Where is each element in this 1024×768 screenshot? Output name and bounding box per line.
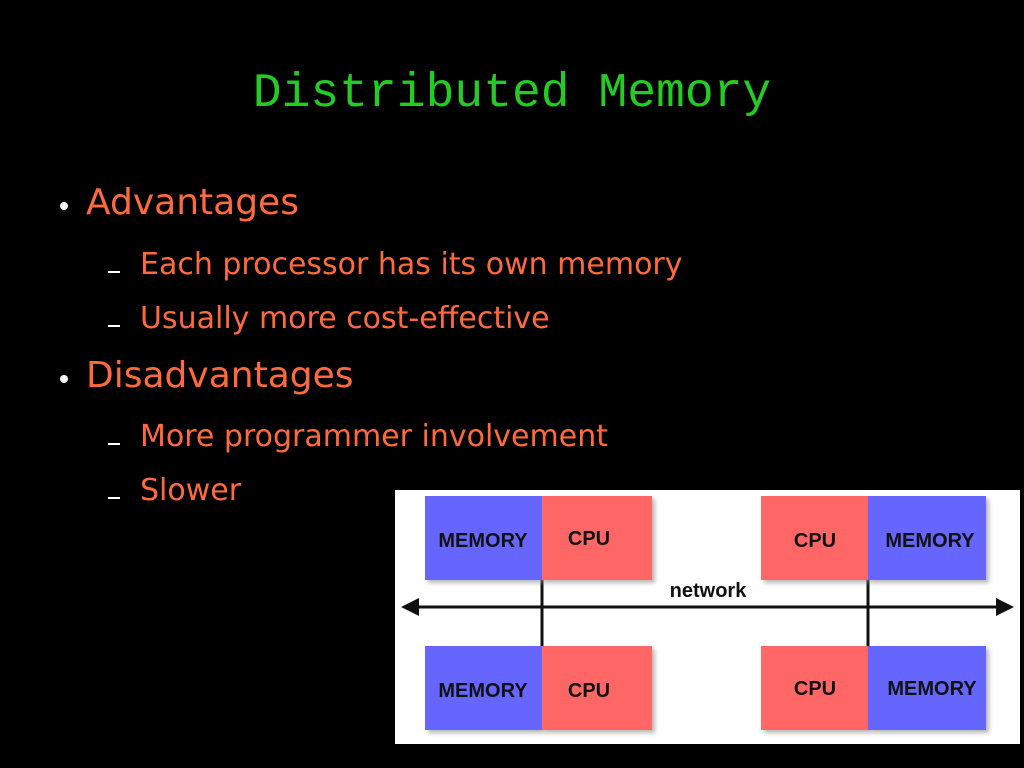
arrow-left-icon <box>401 598 419 616</box>
diagram-svg: MEMORY CPU CPU MEMORY network MEMORY CPU… <box>401 496 1014 730</box>
cpu-block <box>761 646 868 730</box>
sub-bullet: More programmer involvement <box>108 418 608 456</box>
distributed-memory-diagram: MEMORY CPU CPU MEMORY network MEMORY CPU… <box>395 490 1020 744</box>
cpu-block <box>542 646 652 730</box>
network-label: network <box>670 580 748 602</box>
cpu-block <box>542 496 652 580</box>
memory-label: MEMORY <box>438 530 528 552</box>
bullet-disadvantages: Disadvantages <box>60 354 354 398</box>
memory-block <box>868 646 986 730</box>
memory-label: MEMORY <box>885 530 975 552</box>
sub-bullet: Usually more cost-effective <box>108 300 550 338</box>
sub-bullet-text: Each processor has its own memory <box>140 247 683 282</box>
memory-block <box>425 646 542 730</box>
sub-bullet: Slower <box>108 472 241 510</box>
sub-bullet-text: Slower <box>140 473 242 508</box>
cpu-block <box>761 496 868 580</box>
cpu-label: CPU <box>794 678 836 700</box>
cpu-label: CPU <box>568 680 610 702</box>
memory-block <box>425 496 542 580</box>
bullet-label: Advantages <box>86 182 299 223</box>
cpu-label: CPU <box>794 530 836 552</box>
arrow-right-icon <box>996 598 1014 616</box>
bullet-label: Disadvantages <box>86 355 354 396</box>
memory-block <box>868 496 986 580</box>
dash-icon <box>108 442 120 445</box>
memory-label: MEMORY <box>887 678 977 700</box>
slide-title: Distributed Memory <box>252 67 772 121</box>
dash-icon <box>108 496 120 499</box>
bullet-advantages: Advantages <box>60 181 299 225</box>
sub-bullet-text: More programmer involvement <box>140 419 608 454</box>
sub-bullet-text: Usually more cost-effective <box>140 301 550 336</box>
bullet-dot-icon <box>60 202 68 210</box>
memory-label: MEMORY <box>438 680 528 702</box>
dash-icon <box>108 270 120 273</box>
bullet-dot-icon <box>60 375 68 383</box>
dash-icon <box>108 324 120 327</box>
sub-bullet: Each processor has its own memory <box>108 246 683 284</box>
cpu-label: CPU <box>568 528 610 550</box>
